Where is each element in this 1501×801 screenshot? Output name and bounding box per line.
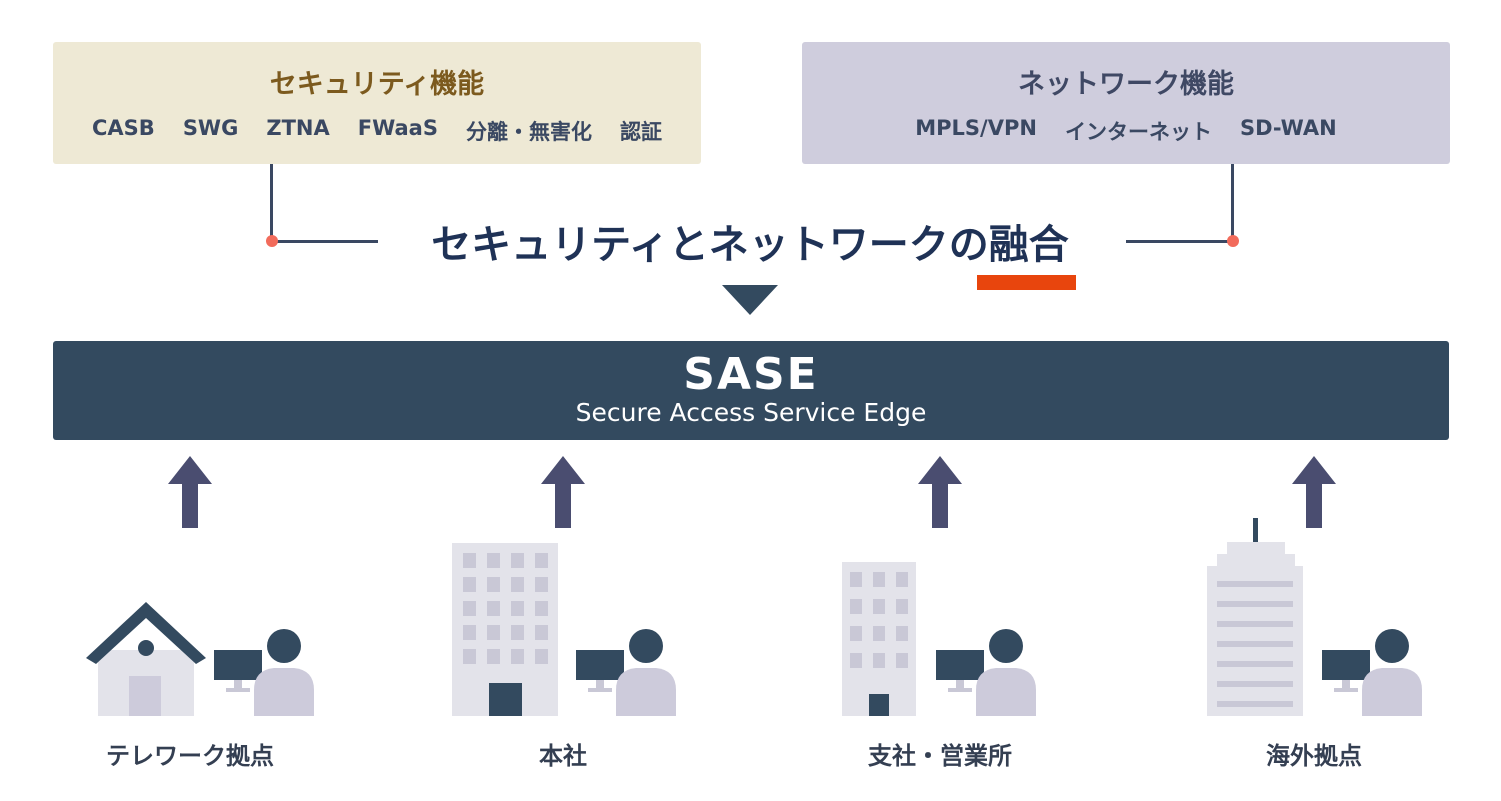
security-connector-horizontal xyxy=(270,240,378,243)
network-functions-box: ネットワーク機能 MPLS/VPN インターネット SD-WAN xyxy=(802,42,1450,164)
security-connector-vertical xyxy=(270,164,273,242)
network-functions-list: MPLS/VPN インターネット SD-WAN xyxy=(802,116,1450,146)
up-arrow-icon xyxy=(168,456,212,528)
network-item: インターネット xyxy=(1064,120,1212,144)
network-connector-dot xyxy=(1227,235,1239,247)
security-item: FWaaS xyxy=(357,116,438,140)
site-label-telework: テレワーク拠点 xyxy=(106,742,274,770)
worker-at-computer-icon xyxy=(576,629,676,716)
network-connector-vertical xyxy=(1231,164,1234,242)
down-triangle-icon xyxy=(722,285,778,315)
up-arrow-icon xyxy=(918,456,962,528)
security-functions-list: CASB SWG ZTNA FWaaS 分離・無害化 認証 xyxy=(53,116,701,146)
security-item: CASB xyxy=(92,116,155,140)
site-label-branch: 支社・営業所 xyxy=(868,742,1012,770)
network-item: MPLS/VPN xyxy=(915,116,1037,140)
security-item: 分離・無害化 xyxy=(465,120,592,144)
network-functions-title: ネットワーク機能 xyxy=(1018,69,1234,100)
network-item: SD-WAN xyxy=(1239,116,1337,140)
security-item: 認証 xyxy=(619,120,662,144)
security-functions-box: セキュリティ機能 CASB SWG ZTNA FWaaS 分離・無害化 認証 xyxy=(53,42,701,164)
sase-subtitle: Secure Access Service Edge xyxy=(575,398,927,427)
worker-at-computer-icon xyxy=(214,629,314,716)
headline-accent-underline xyxy=(977,275,1076,290)
branch-building-icon xyxy=(842,562,916,716)
sase-bar: SASE Secure Access Service Edge xyxy=(53,341,1449,440)
headline: セキュリティとネットワークの融合 xyxy=(431,222,1069,268)
headquarters-building-icon xyxy=(452,543,558,716)
up-arrow-icon xyxy=(541,456,585,528)
overseas-tower-icon xyxy=(1207,518,1303,716)
site-label-overseas: 海外拠点 xyxy=(1266,742,1362,770)
security-item: SWG xyxy=(182,116,239,140)
network-connector-horizontal xyxy=(1126,240,1234,243)
site-label-headquarters: 本社 xyxy=(539,742,587,770)
worker-at-computer-icon xyxy=(1322,629,1422,716)
security-connector-dot xyxy=(266,235,278,247)
security-item: ZTNA xyxy=(266,116,330,140)
sase-title: SASE xyxy=(683,349,819,400)
up-arrow-icon xyxy=(1292,456,1336,528)
worker-at-computer-icon xyxy=(936,629,1036,716)
house-icon xyxy=(86,602,206,716)
security-functions-title: セキュリティ機能 xyxy=(269,69,485,100)
